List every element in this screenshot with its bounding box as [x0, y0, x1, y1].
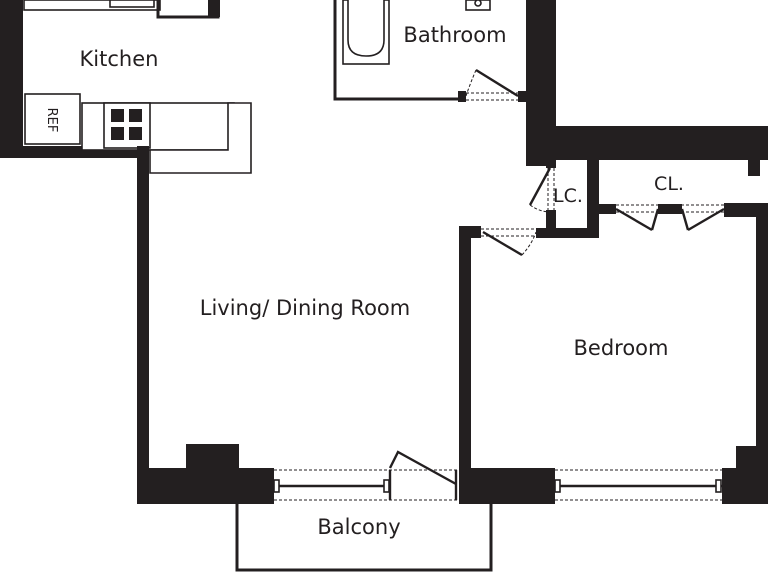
- room-label-kitchen: Kitchen: [80, 47, 159, 71]
- cl-bottom-right-post: [724, 203, 768, 217]
- kitchen-upper-post: [208, 0, 220, 17]
- living-column: [186, 444, 239, 474]
- room-label-closet: CL.: [654, 173, 684, 195]
- cl-center-post: [658, 204, 682, 214]
- bathtub-basin: [347, 0, 385, 57]
- stove-burner-3: [111, 127, 124, 140]
- lc-door-post: [546, 210, 556, 230]
- bathroom-door-leaf: [475, 68, 519, 98]
- living-dining-area: Living/ Dining Room: [137, 146, 459, 504]
- bedroom-door-swing: [521, 231, 537, 256]
- cl-bottom-left-post: [598, 204, 616, 214]
- kitchen-peninsula: [149, 102, 252, 174]
- refrigerator-label: REF: [44, 108, 59, 133]
- bedroom-door-leaf: [482, 230, 523, 257]
- bathroom-bottom-post: [518, 91, 530, 102]
- living-window-jamb-right: [383, 479, 390, 493]
- bathroom-door-swing: [465, 69, 477, 97]
- cl-door-leaf-2: [650, 208, 660, 231]
- cl-door-leaf-1: [615, 207, 653, 232]
- bedroom-area: Bedroom: [459, 214, 768, 504]
- closet-area: LC. CL.: [528, 158, 768, 238]
- balcony-railing: [235, 504, 493, 572]
- kitchen-area: REF Kitchen: [0, 0, 252, 174]
- living-left-wall: [137, 146, 149, 504]
- refrigerator: [24, 93, 81, 145]
- living-window-jamb-left: [273, 479, 280, 493]
- cl-door-leaf-4: [687, 207, 725, 232]
- corridor-wall: [526, 126, 768, 160]
- bedroom-left-wall: [459, 228, 471, 504]
- bedroom-bottom-left-pier: [459, 468, 555, 504]
- bathroom-area: Bathroom: [333, 0, 556, 130]
- stove-burner-2: [129, 109, 142, 122]
- bathroom-door-jamb: [458, 91, 466, 102]
- cl-door-leaf-3: [680, 208, 690, 231]
- lc-divider-wall: [587, 160, 599, 238]
- bedroom-window-jamb-left: [554, 479, 561, 493]
- room-label-bedroom: Bedroom: [574, 336, 669, 360]
- room-label-linen-closet: LC.: [553, 185, 583, 207]
- cl-top-right-post: [748, 158, 760, 176]
- kitchen-left-wall: [0, 0, 23, 158]
- lc-bottom-wall: [536, 228, 599, 238]
- stove-burner-4: [129, 127, 142, 140]
- bedroom-right-wall: [756, 214, 768, 504]
- lc-left-post: [546, 158, 556, 168]
- room-label-balcony: Balcony: [317, 515, 400, 539]
- corridor-wall-left: [526, 126, 546, 166]
- balcony-door-leaf: [388, 450, 457, 486]
- lc-door-swing: [529, 204, 551, 213]
- kitchen-upper-fixture: [23, 0, 161, 11]
- bedroom-window-jamb-right: [715, 479, 722, 493]
- toilet-bowl: [474, 0, 482, 7]
- room-label-living-dining: Living/ Dining Room: [200, 296, 410, 320]
- bathroom-outline: [333, 0, 462, 101]
- bedroom-bottom-right-pier: [722, 468, 768, 504]
- room-label-bathroom: Bathroom: [403, 23, 506, 47]
- bedroom-top-left-post: [459, 226, 481, 238]
- balcony-area: Balcony: [235, 504, 493, 572]
- bathroom-right-wall: [526, 0, 556, 130]
- stove: [103, 102, 151, 149]
- stove-burner-1: [111, 109, 124, 122]
- lc-door-leaf: [528, 167, 552, 206]
- kitchen-upper-fixture-inner: [109, 0, 155, 8]
